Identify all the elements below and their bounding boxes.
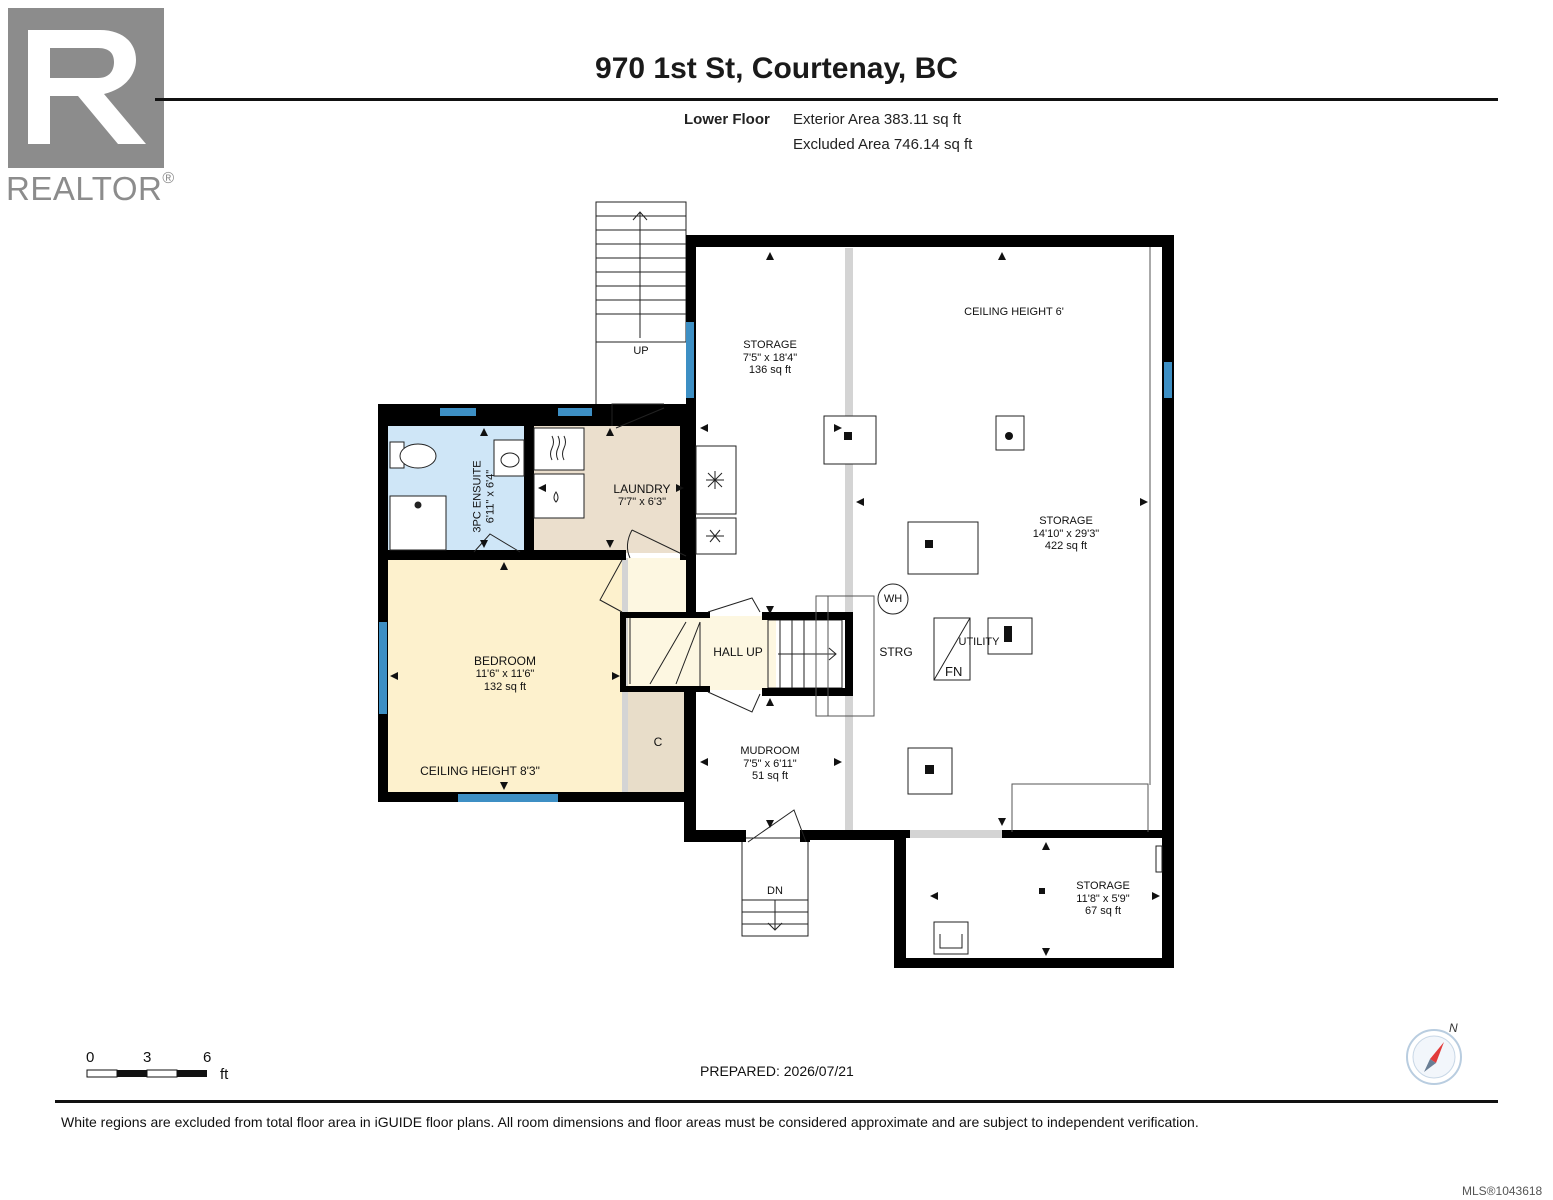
room-dims: 6'11" x 6'4" <box>484 469 496 524</box>
realtor-logo-text: REALTOR <box>6 170 163 207</box>
water-heater <box>877 583 909 615</box>
storage-box <box>907 521 979 575</box>
room-utility: UTILITY <box>958 636 1000 648</box>
dimension-arrows <box>390 252 1160 956</box>
stairs-up <box>595 201 687 404</box>
room-dims: 11'8" x 5'9" <box>1076 892 1130 905</box>
stairs-down-label: DN <box>767 885 783 897</box>
scale-bar <box>86 1069 207 1078</box>
room-area: 136 sq ft <box>748 364 792 376</box>
realtor-r-mark <box>8 8 164 168</box>
water-heater-label: WH <box>883 593 903 605</box>
room-area: 422 sq ft <box>1044 540 1088 552</box>
mls-number: MLS®1043618 <box>1462 1184 1543 1198</box>
fixtures <box>389 415 1163 955</box>
utility-box <box>987 617 1033 655</box>
dryer <box>533 427 585 471</box>
room-storage-top: STORAGE 7'5" x 18'4" 136 sq ft <box>720 339 820 377</box>
compass-north-label: N <box>1449 1021 1458 1035</box>
walls <box>378 235 1174 968</box>
room-closet: C <box>653 735 663 749</box>
stairs-down <box>741 837 809 937</box>
disclaimer: White regions are excluded from total fl… <box>61 1114 1199 1130</box>
exterior-area: Exterior Area 383.11 sq ft <box>793 111 962 128</box>
closet-fill <box>627 690 686 796</box>
room-hall: HALL UP <box>713 645 763 659</box>
bedroom-fill <box>386 558 622 796</box>
furnace-label: FN <box>945 664 963 679</box>
room-storage-bottom: STORAGE 11'8" x 5'9" 67 sq ft <box>1053 880 1153 918</box>
room-name: STORAGE <box>1039 515 1093 527</box>
room-name: LAUNDRY <box>613 482 671 496</box>
room-storage-main: STORAGE 14'10" x 29'3" 422 sq ft <box>1016 515 1116 553</box>
room-name: STORAGE <box>743 339 797 351</box>
washer <box>533 473 585 519</box>
room-area: 132 sq ft <box>483 681 527 693</box>
room-strg: STRG <box>879 645 913 659</box>
room-name: STORAGE <box>1076 880 1130 892</box>
room-dims: 7'7" x 6'3" <box>617 496 667 508</box>
prepared-date: PREPARED: 2026/07/21 <box>700 1063 854 1079</box>
room-dims: 7'5" x 18'4" <box>742 351 798 364</box>
hall-fill-b <box>686 616 776 690</box>
registered-mark: ® <box>162 170 175 187</box>
toilet-bowl <box>399 443 437 469</box>
room-area: 51 sq ft <box>751 770 789 782</box>
fixture-symbols <box>550 435 971 949</box>
room-name: BEDROOM <box>473 654 536 668</box>
ceiling-height-bedroom: CEILING HEIGHT 8'3" <box>420 764 540 778</box>
room-area: 67 sq ft <box>1084 905 1122 917</box>
post-1 <box>823 415 877 465</box>
scale-unit: ft <box>220 1066 229 1083</box>
realtor-logo <box>8 8 164 168</box>
room-dims: 11'6" x 11'6" <box>475 668 535 680</box>
windows <box>379 322 1172 802</box>
floor-name: Lower Floor <box>684 111 770 128</box>
hall-fill-a <box>622 558 686 690</box>
compass-icon <box>1406 1029 1462 1085</box>
room-name: 3PC ENSUITE <box>471 460 484 533</box>
room-ensuite: 3PC ENSUITE 6'11" x 6'4" <box>472 447 497 547</box>
fixture-marks <box>844 432 1045 894</box>
scale-label-0: 0 <box>86 1049 95 1066</box>
room-bedroom: BEDROOM 11'6" x 11'6" 132 sq ft <box>455 655 555 694</box>
title-divider <box>155 98 1498 101</box>
scale-label-3: 3 <box>143 1049 152 1066</box>
page-title: 970 1st St, Courtenay, BC <box>595 52 958 85</box>
scale-label-6: 6 <box>203 1049 212 1066</box>
realtor-wordmark: REALTOR® <box>6 170 175 208</box>
ceiling-height-main: CEILING HEIGHT 6' <box>964 306 1064 318</box>
stairs-up-label: UP <box>633 345 649 357</box>
room-dims: 7'5" x 6'11" <box>743 757 797 770</box>
room-name: MUDROOM <box>740 745 800 757</box>
doors <box>473 403 807 843</box>
footer-divider <box>55 1100 1498 1103</box>
room-dims: 14'10" x 29'3" <box>1032 527 1100 540</box>
room-laundry: LAUNDRY 7'7" x 6'3" <box>592 483 692 509</box>
trim-lines <box>815 247 1151 832</box>
excluded-area: Excluded Area 746.14 sq ft <box>793 136 973 153</box>
room-mudroom: MUDROOM 7'5" x 6'11" 51 sq ft <box>720 745 820 783</box>
utility-sink <box>933 921 969 955</box>
